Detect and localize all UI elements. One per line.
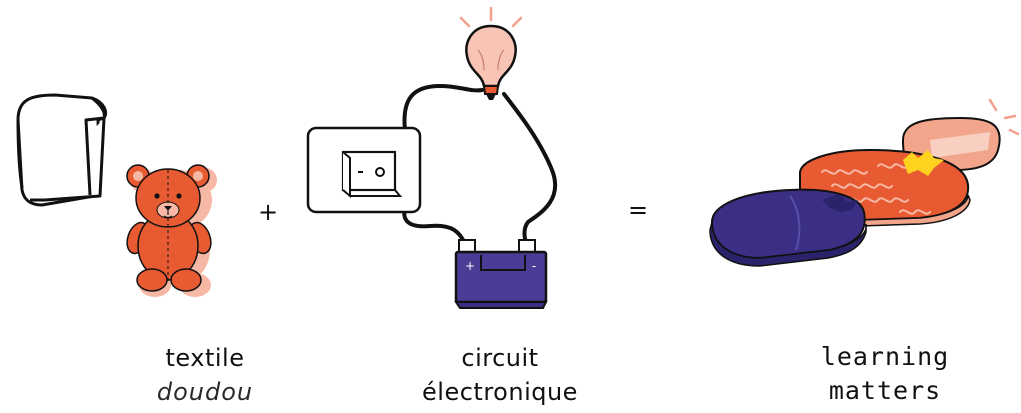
label-doudou: doudou — [156, 378, 254, 406]
switch-icon — [306, 126, 422, 214]
label-learning: learning — [820, 342, 950, 371]
equals-sign: = — [628, 196, 649, 224]
bulb-rays — [459, 6, 523, 28]
label-circuit: circuit — [461, 344, 539, 372]
battery-minus-label: - — [532, 259, 536, 273]
yellow-spark — [903, 150, 944, 176]
battery-plus-label: + — [465, 259, 475, 273]
blue-pillow — [709, 188, 867, 267]
label-textile: textile — [165, 344, 245, 372]
wire — [402, 83, 558, 250]
plus-sign: + — [258, 198, 279, 226]
label-matters: matters — [828, 376, 942, 405]
teddy-bear-icon — [126, 164, 217, 297]
blanket-icon — [16, 93, 107, 207]
pillow-rays — [988, 98, 1020, 136]
label-electronique: électronique — [422, 378, 578, 406]
light-bulb-icon — [465, 24, 517, 100]
battery-icon: + - — [454, 239, 548, 309]
